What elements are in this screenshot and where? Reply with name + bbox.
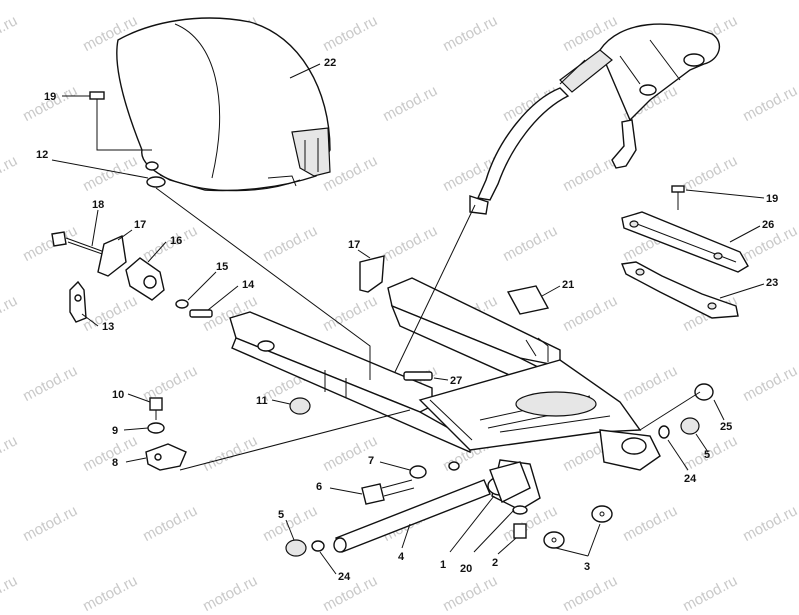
circlip-24-right[interactable]	[658, 425, 670, 439]
callout-17-right: 17	[348, 239, 371, 259]
svg-text:5: 5	[704, 449, 710, 461]
bolt-10[interactable]	[149, 397, 163, 420]
callout-2: 2	[492, 537, 517, 569]
bracket-1[interactable]	[489, 461, 531, 503]
svg-text:16: 16	[170, 235, 182, 247]
svg-text:21: 21	[562, 279, 574, 291]
svg-text:17: 17	[134, 219, 146, 231]
callout-21: 21	[541, 279, 574, 297]
svg-text:23: 23	[766, 277, 778, 289]
callout-22: 22	[289, 57, 336, 79]
svg-text:11: 11	[256, 395, 268, 407]
callout-24-right: 24	[667, 439, 697, 485]
svg-text:9: 9	[112, 425, 118, 437]
svg-text:4: 4	[398, 551, 405, 563]
callout-18: 18	[91, 199, 104, 247]
svg-text:26: 26	[762, 219, 774, 231]
callout-5-left: 5	[278, 509, 295, 541]
svg-text:22: 22	[324, 57, 336, 69]
svg-text:20: 20	[460, 563, 472, 575]
axle-4[interactable]	[333, 479, 491, 553]
bushing-20[interactable]	[512, 505, 528, 515]
callout-10: 10	[112, 389, 151, 403]
callout-24-left: 24	[319, 551, 351, 583]
cap-5-right[interactable]	[680, 417, 700, 435]
callout-26: 26	[729, 219, 774, 243]
washer-9[interactable]	[147, 422, 165, 434]
callout-20: 20	[460, 509, 515, 575]
callout-19-left: 19	[44, 91, 90, 103]
chain-guide-lower[interactable]	[621, 261, 739, 319]
svg-text:12: 12	[36, 149, 48, 161]
nut-27[interactable]	[403, 371, 433, 381]
callout-19-right: 19	[685, 189, 778, 205]
fender-screw-19[interactable]	[89, 91, 105, 114]
svg-text:14: 14	[242, 279, 255, 291]
svg-text:24: 24	[684, 473, 697, 485]
plate-13[interactable]	[69, 280, 87, 323]
swingarm-frame[interactable]	[229, 277, 661, 511]
callout-4: 4	[398, 523, 411, 563]
bracket-right-17[interactable]	[359, 255, 385, 293]
callout-7: 7	[368, 455, 411, 471]
svg-text:6: 6	[316, 481, 322, 493]
svg-text:13: 13	[102, 321, 114, 333]
bolt-14[interactable]	[189, 309, 213, 318]
exploded-swingarm-diagram: 22 19 12 18 17 16 13 15 14 17 21 19	[36, 17, 778, 583]
bolt-6[interactable]	[361, 479, 415, 505]
callout-25: 25	[713, 399, 732, 433]
callout-13: 13	[81, 313, 114, 333]
svg-text:8: 8	[112, 457, 118, 469]
bracket-upper-17[interactable]	[97, 234, 127, 277]
svg-text:27: 27	[450, 375, 462, 387]
svg-text:7: 7	[368, 455, 374, 467]
svg-text:24: 24	[338, 571, 351, 583]
svg-text:18: 18	[92, 199, 104, 211]
clamp-8[interactable]	[145, 443, 187, 471]
bolt-2[interactable]	[513, 523, 527, 539]
callout-3: 3	[555, 523, 601, 573]
bushing-25[interactable]	[694, 383, 714, 401]
callout-27: 27	[433, 375, 462, 387]
svg-text:1: 1	[440, 559, 446, 571]
cap-5-left[interactable]	[285, 539, 307, 557]
svg-text:19: 19	[44, 91, 56, 103]
chain-guide-upper[interactable]	[621, 211, 749, 273]
long-bolt-18[interactable]	[51, 231, 111, 257]
svg-text:2: 2	[492, 557, 498, 569]
svg-text:25: 25	[720, 421, 732, 433]
svg-text:3: 3	[584, 561, 590, 573]
cam-adjuster-16[interactable]	[125, 257, 165, 301]
svg-text:15: 15	[216, 261, 228, 273]
callout-23: 23	[719, 277, 778, 299]
callout-15: 15	[187, 261, 228, 301]
callout-9: 9	[112, 425, 149, 437]
nut-11[interactable]	[289, 397, 311, 415]
washers-3[interactable]	[543, 505, 613, 549]
pad-21[interactable]	[506, 285, 550, 315]
callout-16: 16	[147, 235, 182, 263]
callout-5-right: 5	[695, 433, 710, 461]
callout-11: 11	[256, 395, 291, 407]
callout-17-left: 17	[117, 219, 146, 241]
callout-1: 1	[440, 495, 495, 571]
callout-12: 12	[36, 149, 149, 179]
assembly-guides	[96, 114, 701, 471]
washer-7[interactable]	[409, 461, 460, 479]
brake-hose-assembly[interactable]	[469, 23, 721, 215]
circlip-24-left[interactable]	[311, 540, 325, 552]
svg-text:19: 19	[766, 193, 778, 205]
svg-text:10: 10	[112, 389, 124, 401]
callout-8: 8	[112, 457, 147, 469]
rear-fender[interactable]	[116, 17, 331, 192]
washer-15[interactable]	[175, 299, 189, 309]
callout-14: 14	[207, 279, 255, 311]
svg-text:5: 5	[278, 509, 284, 521]
fender-clip-12[interactable]	[145, 161, 166, 188]
chain-guide-screw-19[interactable]	[671, 185, 685, 210]
callout-6: 6	[316, 481, 363, 495]
svg-text:17: 17	[348, 239, 360, 251]
